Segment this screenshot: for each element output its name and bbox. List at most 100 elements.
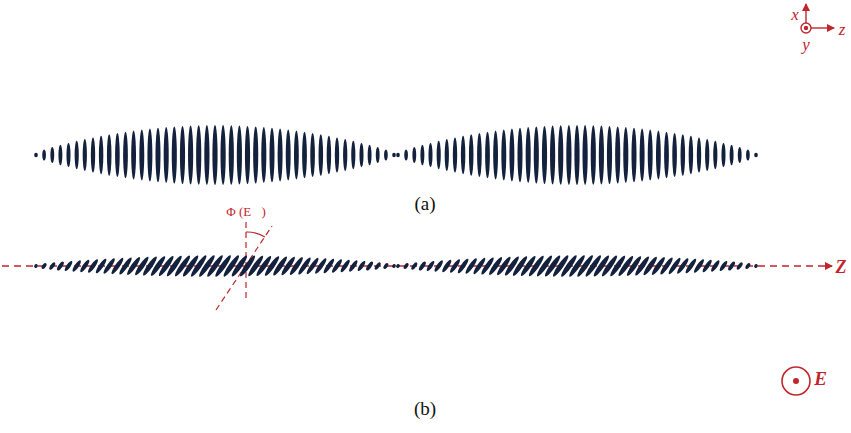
ion: [115, 133, 120, 177]
ion: [212, 125, 217, 185]
ion: [365, 261, 374, 272]
axis-label: y: [802, 36, 810, 53]
ion: [156, 128, 161, 182]
ion: [368, 145, 372, 166]
ion: [721, 143, 725, 168]
ion: [607, 126, 612, 184]
ion: [42, 149, 46, 160]
ion: [261, 127, 266, 183]
ion: [50, 147, 54, 163]
ion: [509, 129, 514, 182]
ion: [583, 125, 588, 185]
axis-label: x: [791, 6, 799, 23]
ion: [270, 128, 275, 182]
ion: [746, 149, 750, 160]
ion: [75, 141, 79, 169]
ion-chain-b: [33, 254, 758, 278]
ion: [623, 127, 628, 183]
ion: [718, 260, 728, 272]
ion: [469, 134, 474, 175]
ion: [395, 263, 400, 268]
ion: [196, 125, 201, 185]
angle-arc: [246, 232, 265, 237]
ion: [485, 132, 490, 179]
ion: [221, 125, 226, 185]
ion: [477, 133, 482, 177]
ion: [648, 130, 653, 181]
ion: [63, 260, 73, 272]
ion: [526, 127, 531, 183]
field-out-of-page: [782, 367, 810, 395]
ion: [245, 126, 250, 184]
ion: [632, 128, 637, 182]
ion-chain-a: [34, 125, 758, 185]
ion: [302, 132, 307, 179]
ion: [335, 137, 339, 172]
ion: [501, 130, 506, 181]
axis-label: z: [839, 21, 846, 38]
ion: [403, 262, 410, 270]
ion: [188, 126, 193, 185]
ion: [558, 125, 563, 185]
ion: [99, 136, 103, 174]
ion: [131, 131, 136, 180]
ion: [550, 126, 555, 185]
ion: [374, 261, 382, 270]
ion: [348, 259, 359, 272]
ion: [356, 260, 366, 272]
ion: [445, 139, 449, 171]
ion: [493, 131, 498, 180]
ion: [359, 143, 363, 168]
ion: [34, 153, 38, 157]
ion: [91, 137, 95, 172]
ion: [66, 143, 70, 168]
ion: [58, 145, 62, 166]
ion: [410, 261, 418, 270]
ion: [542, 126, 547, 184]
ion: [640, 129, 645, 182]
ion: [418, 261, 427, 272]
ion: [41, 262, 48, 270]
panel-label: (b): [414, 399, 436, 418]
ion: [727, 261, 736, 272]
angle-label: Φ (E⃗): [226, 205, 265, 218]
ion: [382, 262, 389, 270]
ion: [204, 125, 209, 185]
ion: [656, 131, 661, 180]
field-label: E⃗: [814, 369, 841, 388]
ion: [615, 126, 620, 183]
panel-label: (a): [414, 194, 435, 213]
ion: [689, 136, 693, 174]
vertical-reference: [245, 222, 246, 300]
ion: [33, 263, 38, 268]
ion: [420, 145, 424, 166]
ion: [229, 125, 234, 185]
ion: [278, 129, 283, 182]
ion: [384, 149, 388, 160]
ion: [343, 139, 347, 171]
ion: [753, 263, 758, 268]
ion: [319, 134, 324, 175]
axis-label: Z: [836, 258, 847, 276]
ion: [453, 137, 457, 172]
ion: [681, 134, 686, 175]
ion: [534, 126, 539, 183]
ion: [147, 129, 152, 182]
ion: [736, 261, 744, 270]
axis-indicator: [801, 4, 834, 33]
ion: [518, 128, 523, 182]
ion: [376, 147, 380, 163]
ion: [253, 126, 258, 183]
ion: [392, 153, 396, 157]
ion: [396, 153, 400, 157]
ion: [425, 260, 435, 272]
ion: [713, 141, 717, 169]
ion: [294, 131, 299, 180]
ion: [83, 139, 87, 171]
ion: [710, 259, 721, 272]
ion: [461, 136, 465, 174]
ion: [391, 263, 396, 268]
ion: [672, 133, 677, 177]
ion: [48, 261, 56, 270]
